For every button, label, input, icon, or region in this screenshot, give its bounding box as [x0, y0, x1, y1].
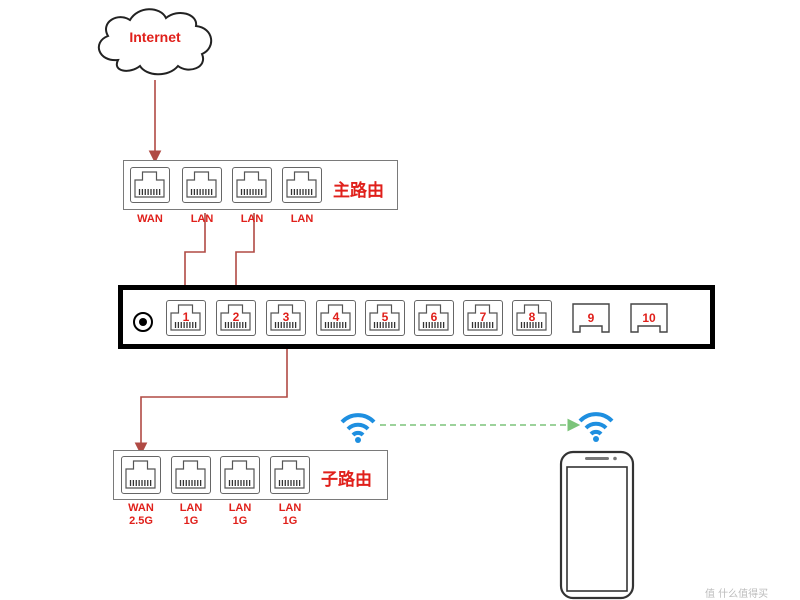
ethernet-port-icon: [467, 304, 498, 331]
ethernet-port-icon: [224, 460, 255, 489]
internet-label: Internet: [129, 29, 181, 45]
ethernet-port-icon: [418, 304, 449, 331]
main-router-port-label: LAN: [190, 213, 214, 225]
main-router-port: [232, 167, 272, 203]
ethernet-port-icon: [270, 304, 301, 331]
ethernet-port-icon: [175, 460, 206, 489]
switch-port-number: 10: [642, 311, 656, 325]
ethernet-port-icon: [186, 171, 217, 198]
ethernet-port-icon: [369, 304, 400, 331]
switch-port: 6: [414, 300, 454, 336]
cable-switch-3-to-sub-wan: [134, 336, 288, 456]
port-speed: 2.5G: [129, 515, 153, 527]
main-router-port: [182, 167, 222, 203]
ethernet-port-icon: [134, 171, 165, 198]
wifi-icon: [340, 413, 376, 443]
port-type: LAN: [278, 502, 302, 514]
sub-router-port: [220, 456, 260, 494]
ethernet-port-icon: [220, 304, 251, 331]
sfp-port-icon: [630, 303, 668, 333]
switch-port-number: 1: [182, 310, 190, 324]
switch-sfp-port: 9: [570, 300, 612, 336]
switch-port: 3: [266, 300, 306, 336]
ethernet-port-icon: [320, 304, 351, 331]
main-router-port: [282, 167, 322, 203]
main-router-port-label: LAN: [290, 213, 314, 225]
ethernet-port-icon: [286, 171, 317, 198]
sfp-port-icon: [572, 303, 610, 333]
switch-port: 8: [512, 300, 552, 336]
ethernet-port-icon: [170, 304, 201, 331]
switch-port: 7: [463, 300, 503, 336]
power-indicator-icon: [133, 312, 153, 332]
main-router-name: 主路由: [333, 181, 384, 201]
switch-port-number: 3: [282, 310, 290, 324]
switch-sfp-port: 10: [628, 300, 670, 336]
switch-port: 2: [216, 300, 256, 336]
sub-router-name: 子路由: [321, 470, 372, 490]
switch-port-number: 2: [232, 310, 240, 324]
port-type: WAN: [128, 502, 154, 514]
port-speed: 1G: [282, 515, 298, 527]
switch-port-number: 8: [528, 310, 536, 324]
switch-port-number: 6: [430, 310, 438, 324]
main-router-port-label: WAN: [137, 213, 163, 225]
port-speed: 1G: [183, 515, 199, 527]
cable-lan1-to-switch-1: [178, 213, 206, 301]
main-router-port: [130, 167, 170, 203]
switch-port: 4: [316, 300, 356, 336]
phone-wifi-icon: [578, 412, 614, 442]
port-speed: 1G: [232, 515, 248, 527]
main-router-port-label: LAN: [240, 213, 264, 225]
smartphone-icon: [559, 450, 635, 600]
ethernet-port-icon: [236, 171, 267, 198]
switch-port-number: 7: [479, 310, 487, 324]
switch-port-number: 4: [332, 310, 340, 324]
switch-port-number: 5: [381, 310, 389, 324]
switch-port: 5: [365, 300, 405, 336]
sub-router-port: [270, 456, 310, 494]
ethernet-port-icon: [274, 460, 305, 489]
port-type: LAN: [179, 502, 203, 514]
ethernet-port-icon: [125, 460, 156, 489]
ethernet-port-icon: [516, 304, 547, 331]
watermark: 值 什么值得买: [705, 589, 769, 600]
sub-router-port: [171, 456, 211, 494]
switch-port: 1: [166, 300, 206, 336]
port-type: LAN: [228, 502, 252, 514]
cable-lan2-to-switch-2: [229, 213, 255, 301]
switch-port-number: 9: [587, 311, 595, 325]
sub-router-port: [121, 456, 161, 494]
